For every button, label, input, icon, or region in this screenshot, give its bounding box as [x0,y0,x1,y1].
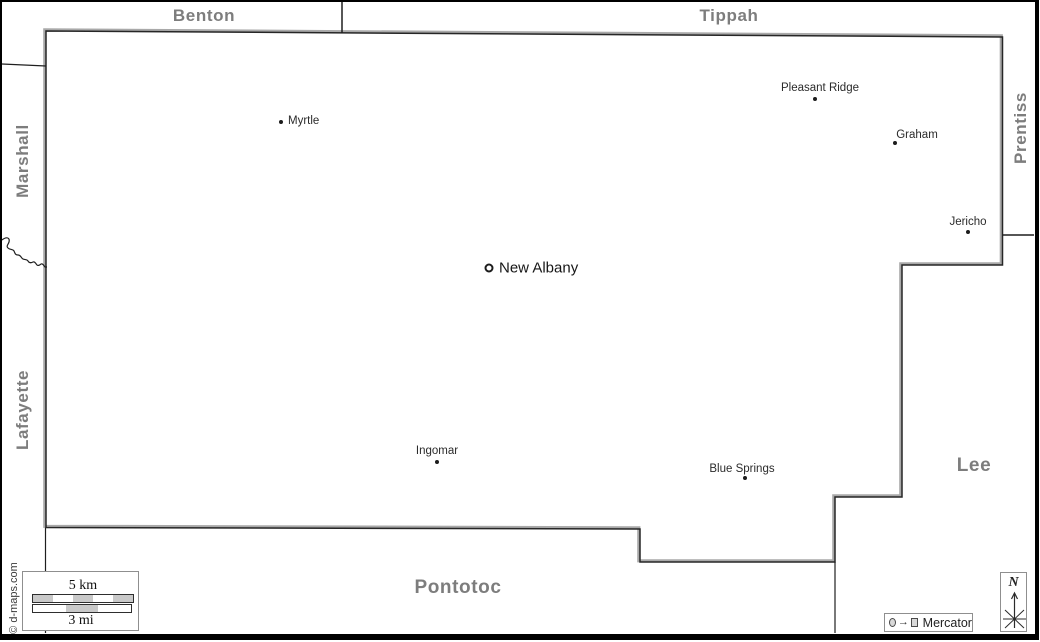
compass-box: N [1000,572,1027,632]
town-marker-myrtle [279,120,283,124]
town-label-new-albany: New Albany [499,259,579,277]
county-label-lafayette: Lafayette [13,369,32,451]
union-county-border-halo [43,28,1003,563]
arrow-right-icon: → [897,616,909,628]
town-label-jericho: Jericho [949,216,987,228]
union-county-border [45,30,1004,563]
county-seat-marker-new-albany [484,263,494,273]
scale-km-label: 5 km [68,578,98,593]
projection-name: Mercator [922,615,972,630]
town-label-graham: Graham [896,129,938,141]
county-label-pontotoc: Pontotoc [414,577,502,598]
scale-mi-label: 3 mi [68,613,94,628]
projection-legend: → Mercator [884,613,973,632]
town-label-pleasant-ridge: Pleasant Ridge [781,82,859,94]
town-marker-ingomar [435,460,439,464]
flat-map-square-icon [910,618,918,627]
compass-rose-icon [1003,591,1026,629]
globe-circle-icon [889,618,896,627]
town-label-blue-springs: Blue Springs [709,463,775,475]
marshall-benton-boundary [1,63,47,67]
scale-bar-box: 5 km 3 mi [22,571,139,631]
town-label-ingomar: Ingomar [415,445,459,457]
county-label-tippah: Tippah [699,6,759,25]
scale-bar-mi [32,604,132,613]
county-label-benton: Benton [172,6,236,25]
town-marker-jericho [966,230,970,234]
county-label-lee: Lee [956,455,992,476]
town-marker-pleasant-ridge [813,97,817,101]
scale-bar-km [32,594,134,603]
county-label-prentiss: Prentiss [1011,92,1030,164]
marshall-lafayette-boundary [1,237,47,268]
county-label-marshall: Marshall [13,124,32,198]
town-marker-graham [893,141,897,145]
town-label-myrtle: Myrtle [288,115,320,127]
compass-north-label: N [1008,575,1019,590]
town-marker-blue-springs [743,476,747,480]
dmaps-credit: © d-maps.com [8,562,20,634]
